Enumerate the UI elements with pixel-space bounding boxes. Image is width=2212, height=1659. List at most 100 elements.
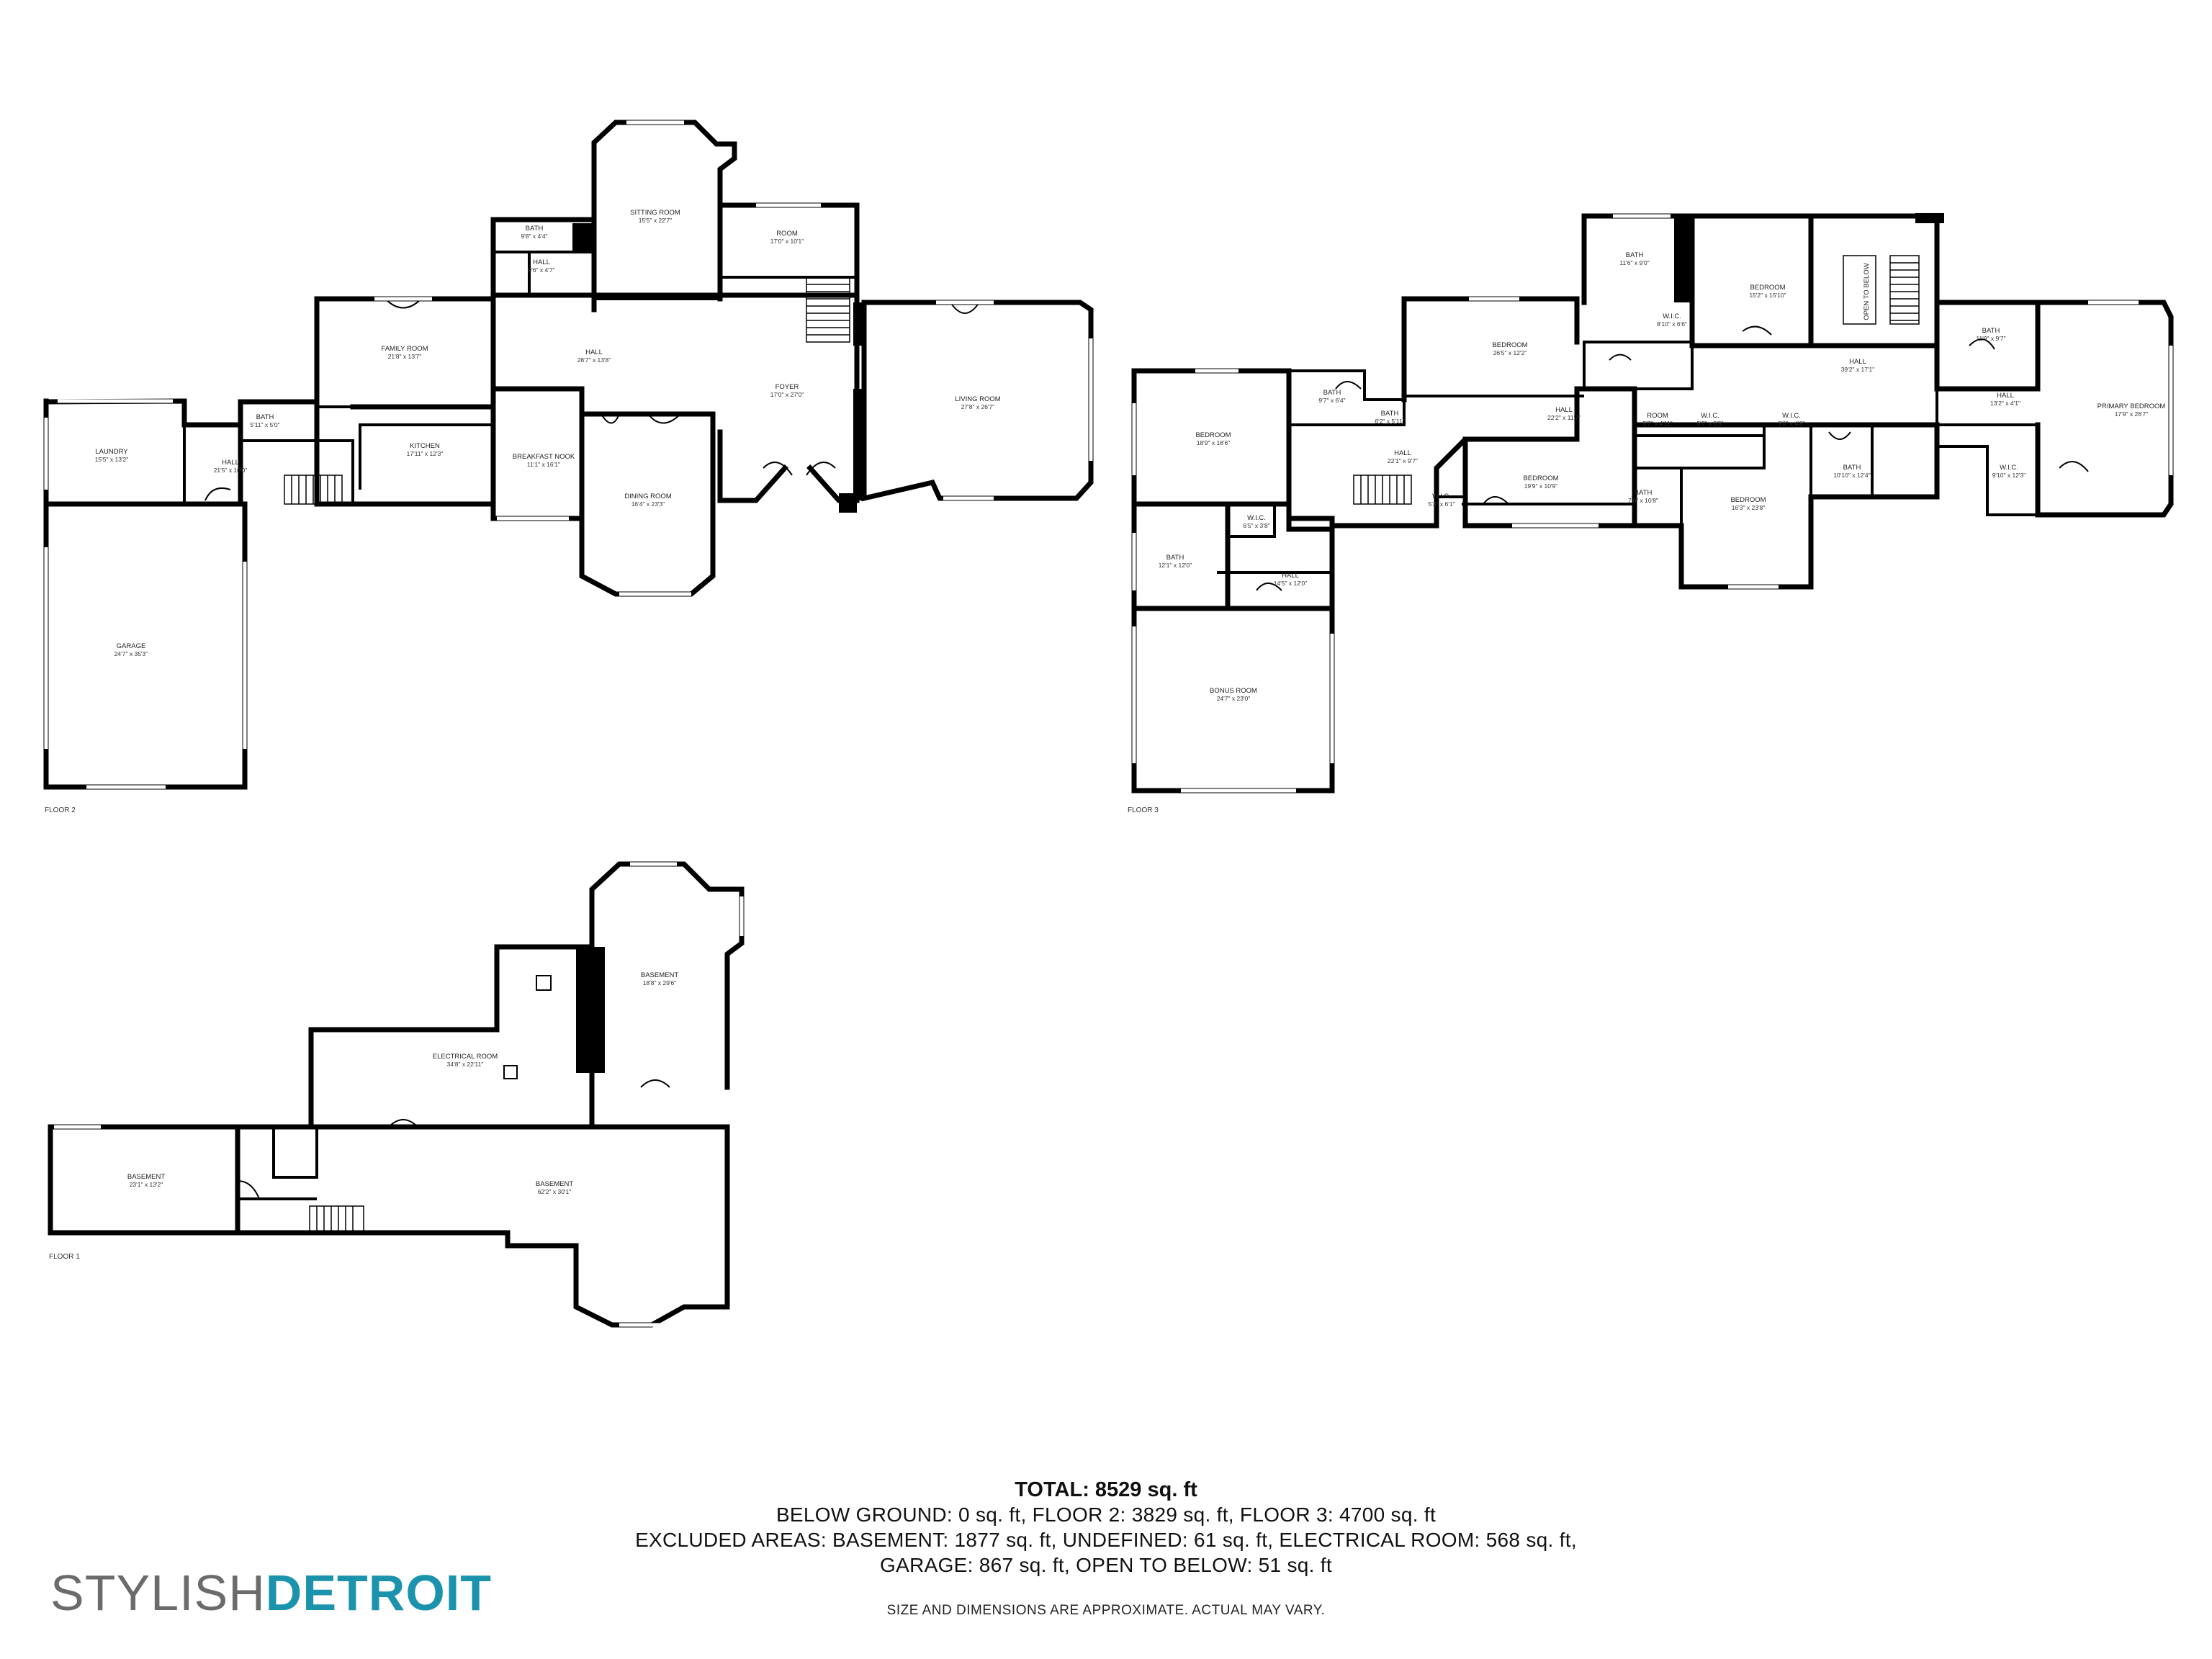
room-name: ROOM	[776, 230, 798, 238]
room-name: BATH	[526, 225, 544, 233]
room-dimensions: 10'10" x 12'4"	[1833, 472, 1870, 479]
room-name: W.I.C.	[1663, 313, 1681, 320]
room-name: BEDROOM	[1523, 475, 1558, 482]
room-dimensions: 14'5" x 12'0"	[1274, 580, 1308, 587]
room-dimensions: 15'5" x 13'2"	[95, 456, 129, 463]
room-dimensions: 39'2" x 17'1"	[1841, 366, 1875, 373]
room-name: HALL	[1849, 358, 1866, 366]
room-name: BEDROOM	[1195, 431, 1231, 439]
room-dimensions: 16'4" x 23'3"	[631, 500, 665, 508]
room-dimensions: 6'2" x 5'11"	[1375, 418, 1404, 425]
room-dimensions: 18'8" x 29'6"	[643, 979, 677, 986]
room-name: FAMILY ROOM	[381, 345, 428, 353]
logo-text-stylish: STYLISH	[50, 1565, 266, 1621]
floor-2-label: FLOOR 2	[45, 806, 76, 814]
room-dimensions: 17'0" x 27'0"	[770, 391, 804, 398]
room-dimensions: 5'0" x 4'8"	[1778, 420, 1804, 427]
room-name: BASEMENT	[536, 1180, 573, 1188]
room-name: ELECTRICAL ROOM	[433, 1053, 498, 1061]
floor-1-label: FLOOR 1	[49, 1253, 80, 1261]
room-name: LAUNDRY	[95, 448, 128, 456]
room-label: W.I.C.5'0" x 4'8"	[1778, 412, 1804, 427]
room-name: BATH	[1626, 251, 1644, 259]
room-dimensions: 9'6" x 4'7"	[528, 266, 554, 274]
room-name: W.I.C.	[2000, 464, 2018, 472]
room-name: BATH	[256, 413, 274, 421]
area-summary: TOTAL: 8529 sq. ft BELOW GROUND: 0 sq. f…	[0, 1478, 2212, 1578]
room-name: HALL	[533, 258, 550, 266]
room-dimensions: 9'8" x 4'4"	[521, 233, 547, 240]
area-breakdown-line-2: EXCLUDED AREAS: BASEMENT: 1877 sq. ft, U…	[635, 1529, 1577, 1551]
room-dimensions: 24'7" x 23'0"	[1217, 695, 1251, 702]
room-name: HALL	[1997, 392, 2014, 400]
room-name: HALL	[1282, 572, 1299, 580]
floor-1-plan	[48, 861, 745, 1328]
disclaimer-text: SIZE AND DIMENSIONS ARE APPROXIMATE. ACT…	[886, 1603, 1326, 1618]
room-name: FOYER	[775, 383, 799, 391]
room-dimensions: 6'5" x 3'8"	[1243, 522, 1269, 529]
room-dimensions: 21'5" x 10'0"	[214, 467, 248, 474]
room-name: SITTING ROOM	[630, 209, 680, 217]
room-name: KITCHEN	[410, 442, 440, 450]
room-name: BONUS ROOM	[1210, 687, 1257, 695]
room-dimensions: 22'2" x 11'7"	[1547, 414, 1581, 421]
floor-2-plan	[43, 120, 1094, 790]
room-dimensions: 11'9" x 9'7"	[1976, 335, 2005, 342]
room-name: HALL	[1555, 406, 1573, 414]
room-name: BASEMENT	[127, 1173, 165, 1181]
room-dimensions: 16'3" x 23'8"	[1732, 504, 1766, 511]
room-name: PRIMARY BEDROOM	[2098, 403, 2166, 410]
room-label: W.I.C.5'7" x 5'5"	[1696, 412, 1723, 427]
room-dimensions: 12'1" x 12'0"	[1159, 562, 1192, 569]
room-name: BREAKFAST NOOK	[513, 453, 575, 461]
room-name: BASEMENT	[641, 971, 678, 979]
room-dimensions: 5'7" x 4'11"	[1642, 420, 1672, 427]
room-name: BATH	[1323, 389, 1341, 397]
room-dimensions: 5'7" x 5'5"	[1696, 420, 1723, 427]
room-dimensions: 17'0" x 10'1"	[770, 238, 804, 245]
room-dimensions: 17'11" x 12'3"	[407, 450, 444, 457]
room-dimensions: 5'11" x 5'0"	[250, 421, 279, 428]
area-breakdown-line-1: BELOW GROUND: 0 sq. ft, FLOOR 2: 3829 sq…	[775, 1503, 1437, 1526]
area-breakdown-line-3: GARAGE: 867 sq. ft, OPEN TO BELOW: 51 sq…	[880, 1554, 1332, 1576]
room-label: W.I.C.6'5" x 3'8"	[1243, 514, 1269, 529]
room-name: BATH	[1166, 554, 1184, 562]
room-name: BATH	[1982, 327, 2000, 335]
room-name: LIVING ROOM	[955, 395, 1000, 403]
room-dimensions: 24'7" x 35'3"	[114, 650, 148, 657]
room-name: OPEN TO BELOW	[1863, 263, 1871, 320]
room-label: OPEN TO BELOW	[1863, 263, 1871, 320]
room-dimensions: 62'2" x 30'1"	[538, 1188, 572, 1195]
room-name: BATH	[1381, 410, 1399, 418]
room-name: GARAGE	[117, 642, 146, 650]
room-name: W.I.C.	[1432, 493, 1451, 500]
